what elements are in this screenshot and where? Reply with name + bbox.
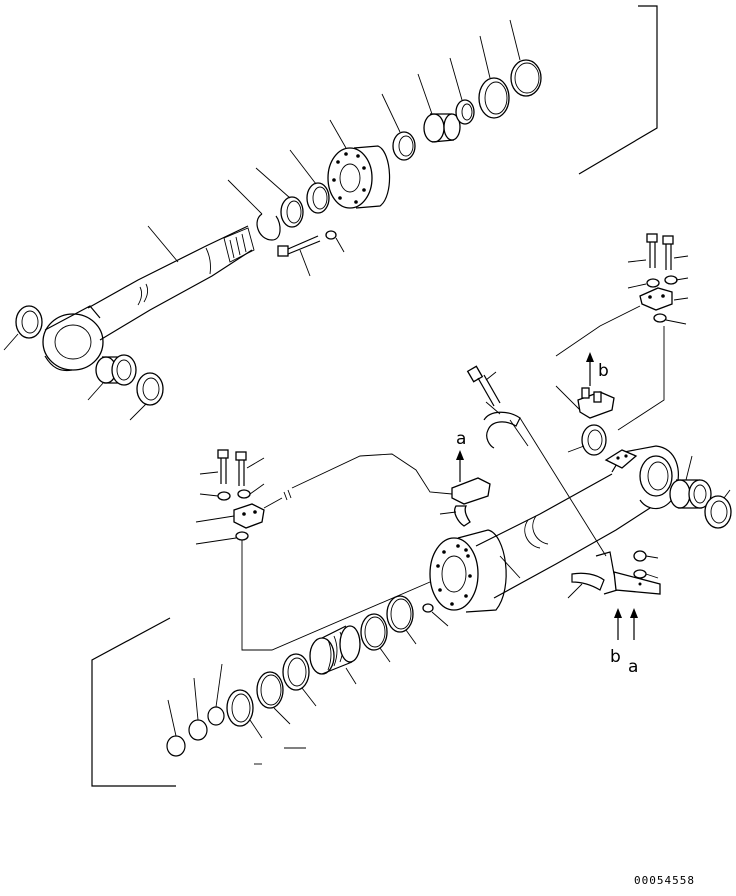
rod-dust-seal-left (15, 305, 43, 339)
rod-dust-seal-right (136, 372, 164, 406)
head-seal-1 (392, 131, 416, 161)
head-seal-3 (478, 77, 510, 119)
piston-rod (87, 225, 255, 341)
o-ring-1 (207, 663, 225, 726)
elbow-fitting-b (555, 385, 615, 419)
drawing-number: 00054558 (634, 874, 695, 887)
head-bushing (423, 113, 461, 143)
snap-ring-rod (256, 213, 281, 241)
callout-a-lower: a (628, 657, 638, 677)
bolts-right-fitting (646, 233, 674, 270)
head-o-ring (510, 59, 542, 97)
clamp-washer (633, 569, 659, 579)
callout-b-upper: b (598, 361, 609, 381)
barrel-dust-seal (704, 495, 732, 529)
callout-b-lower: b (610, 647, 621, 667)
clamp-bolt (466, 365, 501, 407)
cylinder-head (327, 145, 391, 209)
o-ring-right-fitting (653, 313, 667, 323)
piston-seal-1 (282, 653, 317, 707)
flange-left-fitting (233, 503, 265, 529)
o-ring-left-fitting (235, 531, 249, 541)
washers-right-fitting (646, 275, 678, 288)
arrow-b-upper: b (586, 352, 609, 386)
arrow-b-lower: b (610, 608, 622, 667)
cylinder-barrel (475, 473, 651, 599)
callout-a-upper: a (456, 429, 466, 449)
piston-ring-1 (386, 595, 417, 645)
arrow-a-lower: a (628, 608, 638, 677)
leaders-barrel-right (685, 455, 731, 499)
bolts-left-fitting (217, 449, 247, 486)
washers-left-fitting (217, 489, 251, 501)
leader-lines-upper (3, 19, 521, 421)
o-ring-2 (188, 677, 208, 741)
clamp-upper (483, 401, 607, 557)
small-marks (254, 747, 306, 765)
rod-eye (42, 305, 104, 372)
head-bolt (277, 235, 321, 257)
elbow-fitting-a (439, 477, 491, 527)
piston-ring-2 (360, 613, 391, 663)
head-seal-2 (455, 99, 475, 125)
tube-right (617, 326, 665, 431)
piston (429, 529, 521, 613)
flange-right-fitting (639, 287, 673, 311)
hose-line (263, 453, 453, 509)
frame-bracket-upper (578, 5, 658, 175)
clamp-nut (633, 550, 659, 562)
arrow-a-upper: a (456, 429, 466, 482)
rod-bushing (95, 354, 137, 386)
piston-wear-ring (309, 625, 361, 685)
leaders-left-fitting (195, 457, 265, 545)
clamp-lower (567, 551, 661, 599)
rod-seal-2 (306, 182, 330, 214)
barrel-bottom-eye (604, 445, 679, 510)
piston-seal-3 (226, 689, 263, 739)
leaders-right-fitting (555, 255, 689, 357)
o-ring-3 (166, 699, 186, 757)
barrel-bushing (669, 479, 712, 509)
rod-seal-1 (280, 196, 304, 228)
head-bolt-washer (325, 230, 337, 240)
piston-seal-2 (256, 671, 291, 725)
set-screw (422, 603, 449, 627)
frame-bracket-lower (91, 617, 176, 787)
tube-left (241, 540, 431, 651)
barrel-right-seal (567, 424, 607, 456)
